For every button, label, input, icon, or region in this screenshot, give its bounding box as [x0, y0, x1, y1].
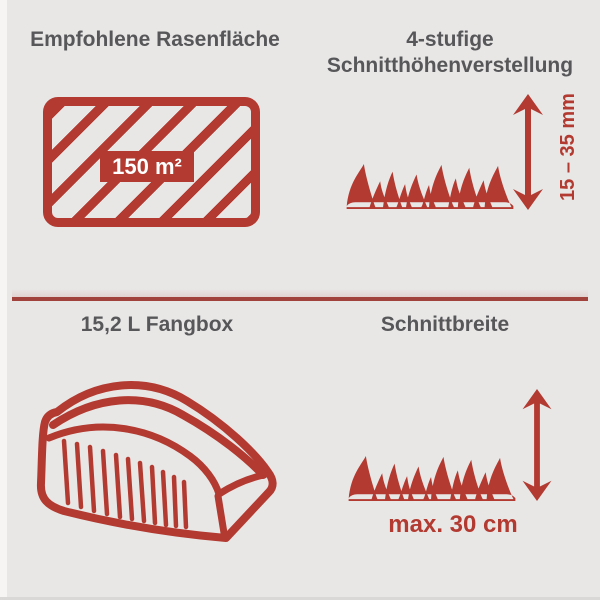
- bottom-edge-shade: [0, 597, 600, 600]
- cutting-width-title: Schnittbreite: [380, 313, 510, 336]
- double-arrow-vertical-icon: [521, 389, 553, 501]
- cutting-height-title-line1: 4-stufige: [406, 28, 494, 51]
- cutting-height-title: 4-stufige Schnitthöhenverstellung: [300, 27, 600, 79]
- grass-icon: [345, 455, 519, 501]
- area-value-badge: 150 m²: [100, 151, 194, 182]
- cutting-height-title-line2: Schnitthöhenverstellung: [326, 54, 574, 77]
- section-divider: [12, 289, 588, 301]
- double-arrow-vertical-icon: [512, 94, 544, 210]
- lawn-area-title: Empfohlene Rasenfläche: [30, 28, 280, 51]
- height-range-label: 15 – 35 mm: [557, 93, 579, 201]
- grass-catcher-box-icon: [28, 375, 280, 555]
- left-edge-highlight: [0, 0, 7, 600]
- grass-icon: [343, 163, 517, 209]
- catch-box-title: 15,2 L Fangbox: [80, 313, 234, 336]
- cutting-width-max-label: max. 30 cm: [388, 511, 518, 538]
